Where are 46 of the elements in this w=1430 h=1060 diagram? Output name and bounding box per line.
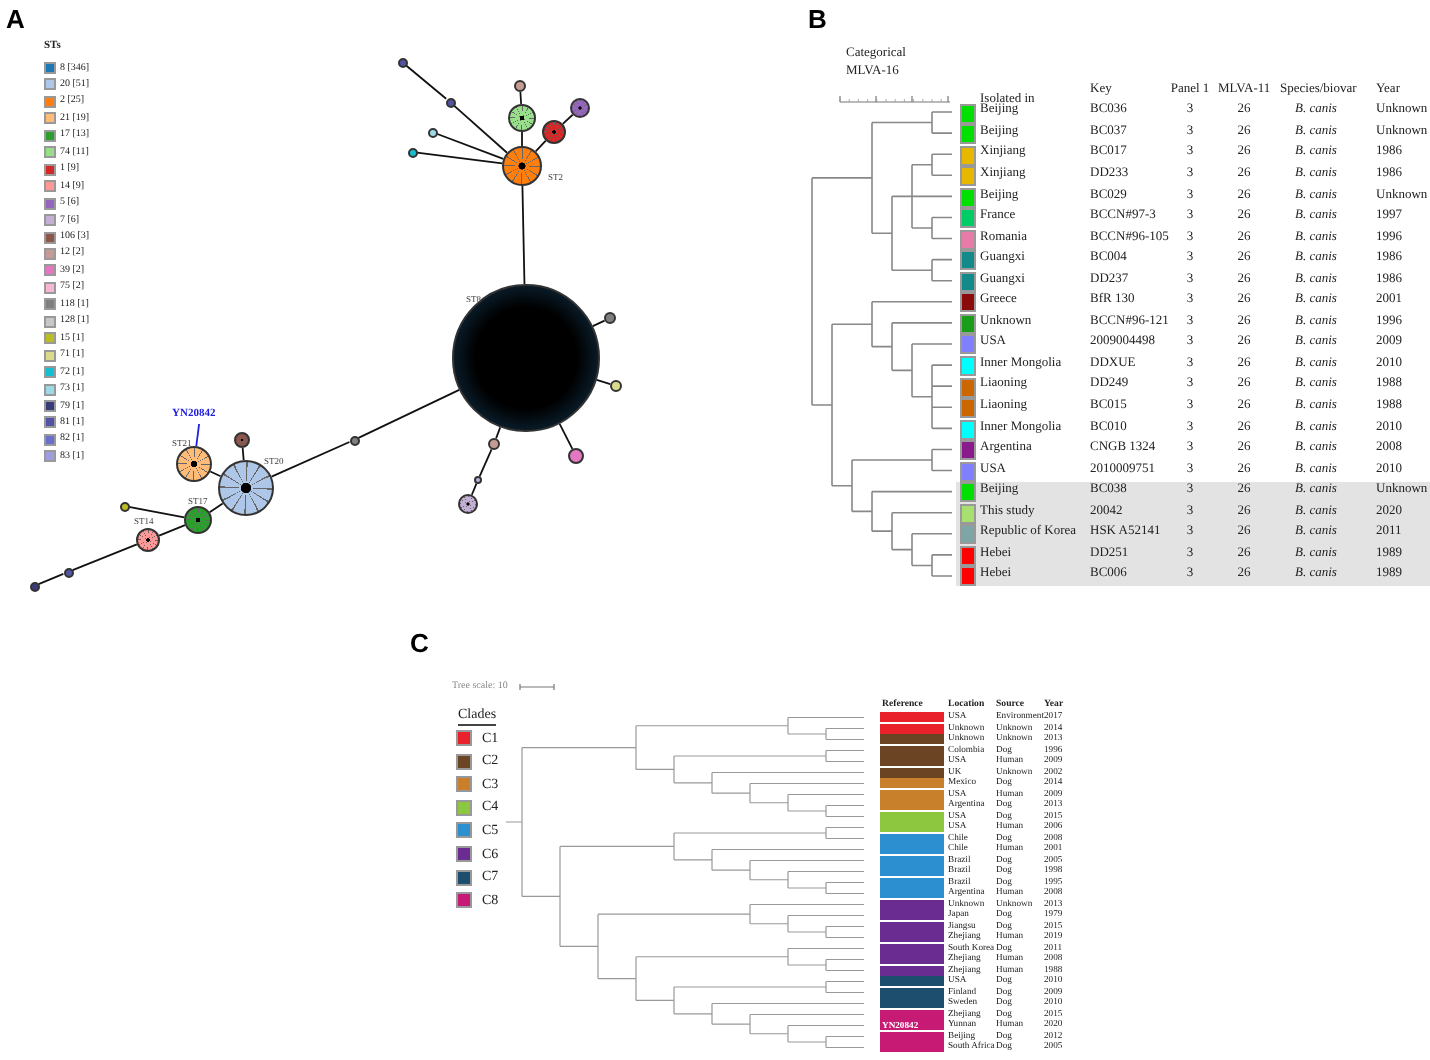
- st-pie-circle: [542, 120, 566, 144]
- connector-line: [591, 319, 606, 328]
- connector-line: [478, 448, 493, 478]
- connector-line: [37, 573, 65, 585]
- st-pie-circle: [397, 57, 407, 67]
- connector-line: [561, 113, 574, 125]
- st-pie-circle: [488, 438, 500, 450]
- st-pie-circle: [63, 567, 73, 577]
- st-pie-circle: [508, 104, 536, 132]
- panel-letter: B: [808, 6, 827, 32]
- panel-letter: C: [410, 630, 429, 656]
- connector-line: [404, 64, 448, 100]
- st-pie-circle: [568, 448, 584, 464]
- panel-letter: A: [6, 6, 25, 32]
- st-pie-circle: [119, 501, 129, 511]
- connector-line: [435, 132, 505, 160]
- connector-line: [470, 482, 478, 496]
- connector-line: [270, 441, 351, 478]
- connector-line: [534, 139, 547, 153]
- connector-line: [521, 185, 526, 285]
- st-pie-circle: [458, 494, 478, 514]
- st-pie-circle: [514, 80, 526, 92]
- st-pie-circle: [610, 380, 622, 392]
- st-pie-circle: [349, 435, 359, 445]
- st-pie-circle: [234, 432, 250, 448]
- connector-line: [209, 470, 222, 478]
- connector-line: [128, 506, 186, 519]
- connector-line: [71, 543, 138, 572]
- st-pie-circle: [445, 97, 455, 107]
- connector-line: [416, 151, 504, 165]
- connector-line: [558, 423, 574, 450]
- connector-line: [357, 388, 461, 439]
- connector-line: [521, 131, 523, 147]
- connector-line: [495, 426, 502, 440]
- connector-line: [519, 91, 523, 105]
- st-pie-circle: [176, 446, 212, 482]
- connector-line: [158, 524, 186, 537]
- st-pie-circle: [407, 147, 417, 157]
- st-pie-circle: [604, 312, 616, 324]
- connector-line: [195, 423, 200, 448]
- st-pie-circle: [427, 127, 437, 137]
- connector-line: [241, 447, 245, 461]
- st-pie-circle: [474, 476, 482, 484]
- st-pie-circle: [29, 581, 39, 591]
- connector-line: [452, 104, 508, 154]
- st-pie-circle: [570, 98, 590, 118]
